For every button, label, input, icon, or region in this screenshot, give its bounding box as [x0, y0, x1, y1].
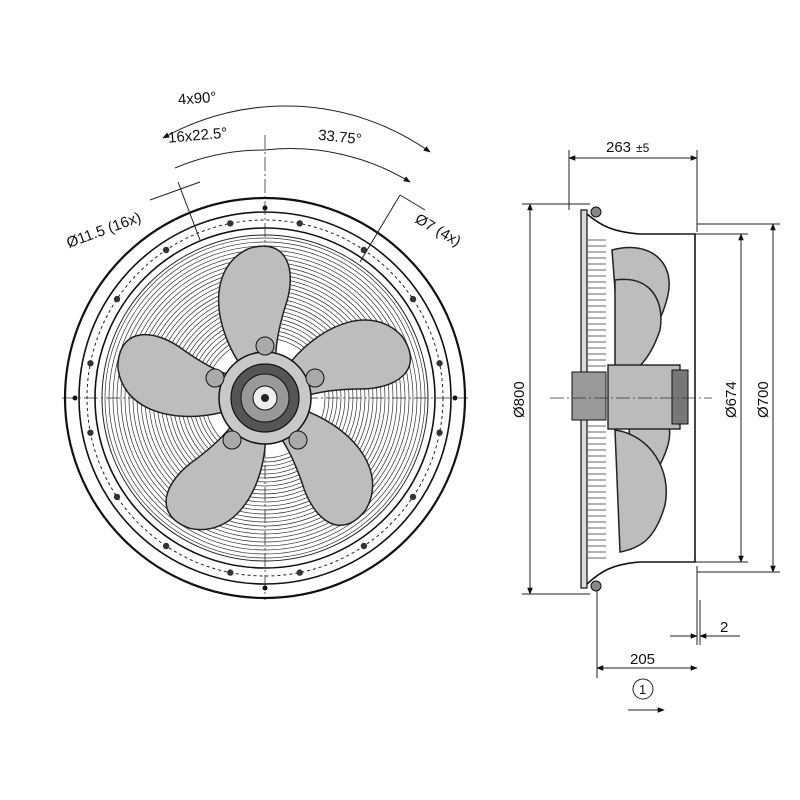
- mounting-hole: [296, 220, 303, 227]
- mounting-hole: [113, 295, 121, 303]
- side-motor-mount: [571, 371, 607, 421]
- flange-inner-ring: [78, 211, 452, 585]
- mounting-hole: [436, 429, 443, 436]
- label-airflow-marker: 1: [639, 682, 646, 697]
- mounting-hole: [113, 493, 121, 501]
- grill-ring: [108, 241, 422, 555]
- label-angle-offset: 33.75°: [317, 127, 362, 148]
- mounting-hole: [360, 542, 368, 550]
- mounting-hole: [409, 295, 417, 303]
- side-view: 263 ±5 Ø800 Ø674 Ø700 2 205 1: [511, 139, 780, 713]
- side-bolt-top: [590, 206, 602, 218]
- dim-arc-4x90: [162, 105, 431, 153]
- label-diameter-nozzle: Ø674: [723, 381, 740, 418]
- label-diameter-ring: Ø700: [755, 381, 772, 418]
- nozzle-inner-ring: [101, 234, 429, 562]
- motor-hub: [205, 336, 325, 450]
- front-view: 4x90° 16x22.5° 33.75° Ø11.5 (16x) Ø7 (4x…: [62, 89, 468, 600]
- flange-hole: [262, 585, 268, 591]
- label-flange-thickness: 2: [720, 619, 728, 636]
- mounting-hole: [162, 542, 170, 550]
- label-angle-pitch: 16x22.5°: [167, 125, 228, 147]
- mounting-holes: [72, 205, 458, 591]
- side-motor-cap: [671, 369, 689, 425]
- mounting-hole: [296, 569, 303, 576]
- leader-hole-inner-2: [399, 194, 426, 211]
- label-depth-nozzle: 205: [630, 651, 655, 668]
- nozzle-ring: [94, 227, 436, 569]
- leader-hole-inner: [359, 194, 401, 263]
- side-bolt-bottom: [590, 580, 602, 592]
- fan-blade: [217, 245, 292, 363]
- mounting-hole: [409, 493, 417, 501]
- airflow-marker-circle: [632, 678, 654, 700]
- dim-arc-33: [264, 148, 411, 183]
- label-angle-total: 4x90°: [177, 89, 217, 109]
- flange-hole: [72, 395, 78, 401]
- label-depth-total: 263: [606, 139, 631, 156]
- grill-ring: [104, 237, 426, 559]
- label-hole-inner: Ø7 (4x): [412, 211, 464, 251]
- label-diameter-outer: Ø800: [511, 381, 528, 418]
- mounting-hole: [87, 360, 94, 367]
- dim-arc-16x22: [174, 149, 266, 169]
- flange-hole: [452, 395, 458, 401]
- mounting-hole: [87, 429, 94, 436]
- side-blade-bottom: [614, 429, 667, 553]
- hole-pitch-circle: [86, 219, 444, 577]
- mounting-hole: [162, 246, 170, 254]
- mounting-hole: [436, 360, 443, 367]
- mounting-hole: [227, 569, 234, 576]
- mounting-hole: [227, 220, 234, 227]
- fan-blade: [165, 425, 267, 531]
- side-motor: [607, 364, 681, 430]
- leader-hole-outer-2: [177, 181, 201, 241]
- flange-hole: [262, 205, 268, 211]
- label-depth-tolerance: ±5: [636, 141, 650, 155]
- fan-blade: [117, 333, 229, 418]
- mounting-hole: [360, 246, 368, 254]
- leader-hole-outer: [149, 181, 201, 201]
- outer-flange-ring: [63, 196, 467, 600]
- label-hole-outer: Ø11.5 (16x): [64, 209, 143, 252]
